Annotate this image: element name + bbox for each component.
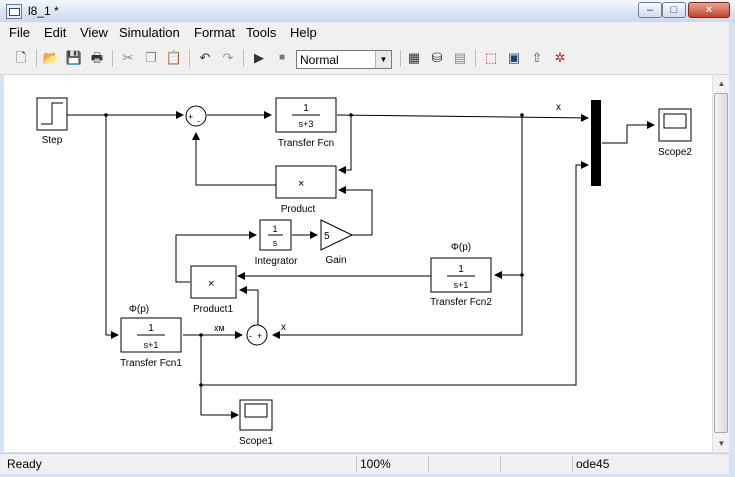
title-bar: l8_1 * – □ ×	[0, 0, 735, 23]
simulation-mode-value: Normal	[300, 53, 339, 67]
svg-text:s+1: s+1	[454, 280, 469, 290]
menu-tools[interactable]: Tools	[246, 25, 277, 40]
mux-block[interactable]	[591, 100, 601, 186]
status-solver: ode45	[572, 456, 712, 472]
menu-help[interactable]: Help	[290, 25, 317, 40]
scroll-thumb[interactable]	[714, 93, 728, 433]
transfer-fcn2-label: Transfer Fcn2	[430, 297, 492, 308]
paste-icon[interactable]: 📋	[165, 50, 183, 65]
update-icon[interactable]: ⛁	[431, 50, 443, 65]
transfer-fcn-label: Transfer Fcn	[278, 138, 334, 149]
branch-point	[199, 333, 203, 337]
go-to-parent-icon[interactable]: ⇧	[531, 50, 543, 65]
phi-label: Φ(p)	[129, 304, 149, 315]
product-label: Product	[281, 204, 316, 215]
window-frame	[729, 22, 735, 477]
print-icon[interactable]: 🖶	[90, 50, 104, 65]
simulation-mode-select[interactable]: Normal ▼	[296, 50, 392, 69]
save-icon[interactable]: 💾	[65, 50, 83, 65]
product1-label: Product1	[193, 304, 233, 315]
svg-text:-: -	[249, 331, 252, 341]
status-state: Ready	[7, 457, 42, 471]
model-explorer-icon[interactable]: ▣	[507, 50, 521, 65]
branch-point	[349, 113, 353, 117]
debug-icon[interactable]: ✲	[554, 50, 566, 65]
integrator-block[interactable]: 1 s Integrator	[255, 219, 298, 267]
window-title: l8_1 *	[28, 4, 59, 18]
phi-label: Φ(p)	[451, 242, 471, 253]
svg-text:×: ×	[298, 178, 304, 190]
signal-xm-label: xм	[214, 323, 225, 333]
minimize-button[interactable]: –	[638, 2, 662, 18]
play-icon[interactable]: ▶	[254, 50, 264, 65]
sum-block[interactable]: + -	[185, 105, 207, 127]
status-zoom: 100%	[356, 456, 428, 472]
new-icon[interactable]: 🗋	[15, 50, 27, 65]
menu-simulation[interactable]: Simulation	[119, 25, 180, 40]
transfer-fcn-block[interactable]: 1 s+3 Transfer Fcn	[275, 97, 337, 149]
maximize-button[interactable]: □	[662, 2, 686, 18]
sum2-block[interactable]: - +	[246, 324, 268, 346]
svg-text:+: +	[257, 331, 262, 341]
chevron-down-icon[interactable]: ▼	[375, 51, 391, 68]
status-blank	[500, 456, 572, 472]
scroll-up-icon[interactable]: ▲	[717, 79, 726, 88]
svg-text:s: s	[273, 238, 278, 248]
status-blank	[428, 456, 500, 472]
transfer-fcn1-label: Transfer Fcn1	[120, 358, 182, 369]
cut-icon[interactable]: ✂	[122, 50, 134, 65]
toolbar: 🗋 📂 💾 🖶 ✂ ❐ 📋 ↶ ↷ ▶ ■ ▦ ⛁ ▤ ⬚ ▣ ⇧ ✲	[0, 42, 735, 75]
sum1-minus: -	[197, 116, 200, 126]
branch-point	[199, 383, 203, 387]
open-icon[interactable]: 📂	[42, 50, 60, 65]
step-block[interactable]: Step	[36, 97, 68, 146]
svg-text:s+1: s+1	[144, 340, 159, 350]
svg-text:1: 1	[303, 103, 309, 114]
block-diagram: Step + - 1 s+3 Transfer Fcn x x xм	[36, 97, 692, 447]
copy-icon[interactable]: ❐	[145, 50, 157, 65]
svg-text:1: 1	[272, 224, 277, 234]
menu-edit[interactable]: Edit	[44, 25, 67, 40]
menu-format[interactable]: Format	[194, 25, 236, 40]
vertical-scrollbar[interactable]: ▲ ▼	[712, 75, 730, 452]
close-button[interactable]: ×	[688, 2, 730, 18]
product1-block[interactable]: × Product1	[190, 265, 237, 315]
scroll-down-icon[interactable]: ▼	[717, 439, 726, 448]
svg-text:1: 1	[148, 323, 154, 334]
svg-text:5: 5	[324, 231, 330, 242]
branch-point	[520, 113, 524, 117]
svg-text:s+3: s+3	[299, 119, 314, 129]
integrator-label: Integrator	[255, 256, 298, 267]
model-canvas[interactable]: Step + - 1 s+3 Transfer Fcn x x xм	[4, 75, 712, 452]
simulink-model-icon	[6, 4, 22, 19]
redo-icon[interactable]: ↷	[222, 50, 234, 65]
menu-view[interactable]: View	[80, 25, 108, 40]
menu-file[interactable]: File	[9, 25, 30, 40]
gain-block[interactable]: 5 Gain	[320, 219, 354, 266]
svg-text:1: 1	[458, 264, 464, 275]
sum1-plus: +	[188, 112, 193, 122]
scope1-label: Scope1	[239, 436, 273, 447]
scope2-block[interactable]: Scope2	[658, 108, 692, 158]
svg-text:×: ×	[208, 278, 214, 290]
gain-label: Gain	[325, 255, 346, 266]
stop-icon[interactable]: ■	[278, 52, 286, 63]
library-icon[interactable]: ⬚	[484, 50, 498, 65]
signal-x-label: x	[556, 102, 561, 113]
branch-point	[520, 273, 524, 277]
product-block[interactable]: × Product	[275, 165, 337, 215]
transfer-fcn2-block[interactable]: 1 s+1 Φ(p) Transfer Fcn2	[430, 242, 492, 308]
transfer-fcn1-block[interactable]: 1 s+1 Φ(p) Transfer Fcn1	[120, 304, 182, 369]
scope1-block[interactable]: Scope1	[239, 399, 273, 447]
scope2-label: Scope2	[658, 147, 692, 158]
branch-point	[104, 113, 108, 117]
signal-x-label: x	[281, 322, 286, 333]
build-icon[interactable]: ▦	[407, 50, 421, 65]
undo-icon[interactable]: ↶	[199, 50, 211, 65]
menu-bar: File Edit View Simulation Format Tools H…	[0, 22, 735, 42]
refresh-icon[interactable]: ▤	[453, 50, 467, 65]
status-bar: Ready 100% ode45	[0, 453, 729, 474]
step-label: Step	[42, 135, 63, 146]
